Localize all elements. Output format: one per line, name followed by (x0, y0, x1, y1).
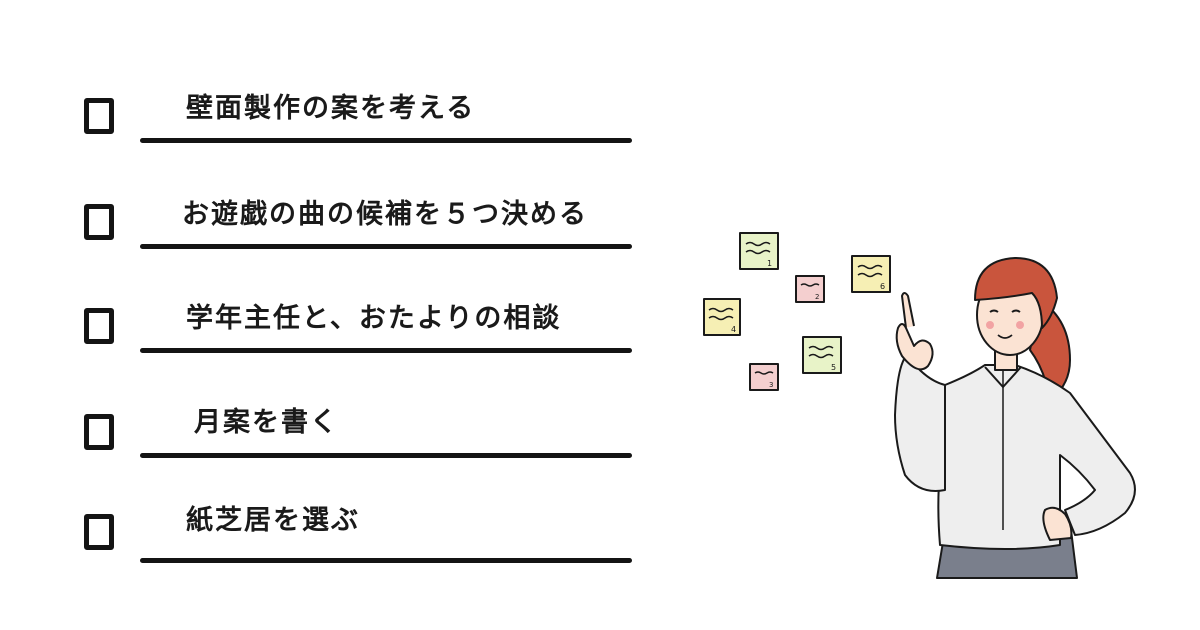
sticky-note: 5 (802, 336, 842, 374)
checkbox[interactable] (84, 514, 114, 550)
todo-checklist: 壁面製作の案を考える お遊戯の曲の候補を５つ決める 学年主任と、おたよりの相談 … (0, 70, 700, 590)
sticky-note: 2 (795, 275, 825, 303)
checkbox[interactable] (84, 98, 114, 134)
todo-item: 月案を書く (0, 386, 700, 486)
sticky-note: 1 (739, 232, 779, 270)
svg-text:6: 6 (880, 282, 885, 291)
hand-on-hip (1042, 506, 1073, 541)
todo-item: 紙芝居を選ぶ (0, 490, 700, 590)
underline (140, 244, 632, 249)
checkbox[interactable] (84, 308, 114, 344)
underline (140, 558, 632, 563)
sticky-note: 4 (703, 298, 741, 336)
task-text: 学年主任と、おたよりの相談 (186, 303, 562, 334)
hair (974, 257, 1058, 329)
task-text: 月案を書く (194, 407, 339, 438)
svg-text:4: 4 (731, 325, 736, 334)
underline (140, 453, 632, 458)
underline (140, 138, 632, 143)
task-text: 紙芝居を選ぶ (186, 505, 360, 536)
task-text: お遊戯の曲の候補を５つ決める (182, 199, 588, 230)
checkbox[interactable] (84, 414, 114, 450)
underline (140, 348, 632, 353)
checkbox[interactable] (84, 204, 114, 240)
sticky-note: 3 (749, 363, 779, 391)
svg-text:1: 1 (767, 259, 772, 268)
svg-text:2: 2 (815, 293, 819, 301)
woman-pointing-illustration: 1 2 6 4 5 3 (703, 232, 1136, 579)
pointing-hand (895, 323, 934, 371)
raised-arm (894, 354, 946, 492)
todo-item: 壁面製作の案を考える (0, 70, 700, 170)
svg-text:3: 3 (769, 381, 773, 389)
todo-item: 学年主任と、おたよりの相談 (0, 280, 700, 380)
shirt (937, 364, 1136, 550)
todo-item: お遊戯の曲の候補を５つ決める (0, 176, 700, 276)
svg-text:5: 5 (831, 363, 836, 372)
task-text: 壁面製作の案を考える (186, 93, 476, 124)
sticky-note: 6 (851, 255, 891, 293)
